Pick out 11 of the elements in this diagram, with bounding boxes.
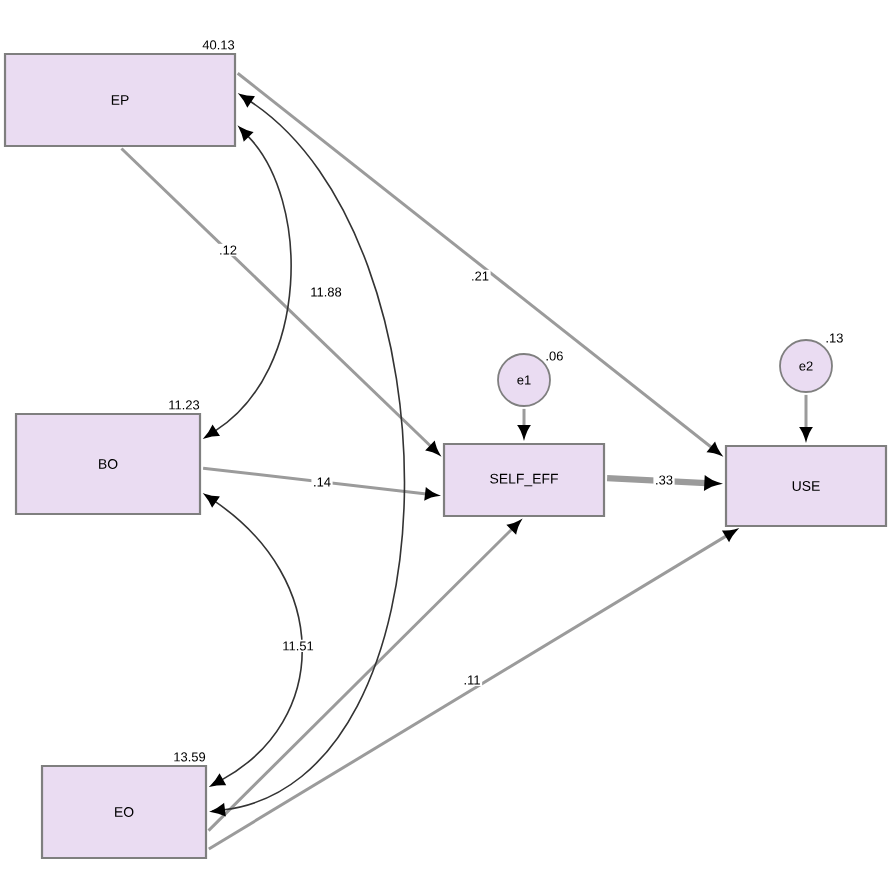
arrow (606, 475, 719, 490)
curved-arrow (211, 93, 406, 817)
curved-arrow (204, 126, 292, 439)
arrow (236, 72, 721, 455)
arrow (208, 529, 737, 851)
arrow (202, 466, 438, 500)
arrow (120, 147, 440, 455)
arrow (800, 394, 812, 440)
curved-arrow (204, 493, 303, 787)
arrow (207, 520, 521, 832)
arrow (518, 408, 530, 438)
